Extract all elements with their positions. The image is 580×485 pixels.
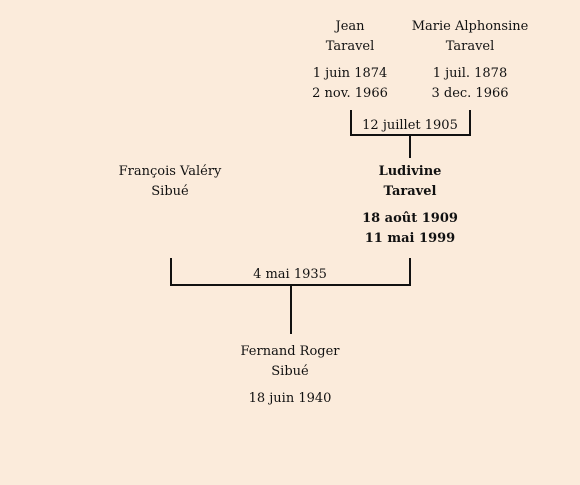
person-last-name: Sibué bbox=[151, 184, 189, 199]
person-first-name: Ludivine bbox=[378, 164, 442, 179]
person-dates: 18 juin 1940 bbox=[210, 389, 370, 409]
person-francois-valery-sibue: François Valéry Sibué bbox=[90, 162, 250, 202]
person-last-name: Taravel bbox=[325, 39, 375, 54]
person-marie-alphonsine-taravel: Marie Alphonsine Taravel 1 juil. 1878 3 … bbox=[390, 17, 550, 104]
connector-to-ludivine bbox=[409, 136, 411, 158]
marriage-date-francois-ludivine: 4 mai 1935 bbox=[253, 267, 327, 282]
person-last-name: Taravel bbox=[383, 184, 437, 199]
person-ludivine-taravel: Ludivine Taravel 18 août 1909 11 mai 199… bbox=[330, 162, 490, 249]
person-jean-taravel: Jean Taravel 1 juin 1874 2 nov. 1966 bbox=[270, 17, 430, 104]
person-dates: 1 juin 1874 2 nov. 1966 bbox=[270, 64, 430, 104]
person-fernand-roger-sibue: Fernand Roger Sibué 18 juin 1940 bbox=[210, 342, 370, 409]
connector-jean-marie-bar bbox=[350, 134, 471, 136]
person-first-name: François Valéry bbox=[118, 164, 222, 179]
birth-date: 1 juin 1874 bbox=[312, 66, 388, 81]
person-last-name: Taravel bbox=[445, 39, 495, 54]
death-date: 2 nov. 1966 bbox=[312, 86, 388, 101]
death-date: 3 dec. 1966 bbox=[431, 86, 509, 101]
connector-ludivine-drop bbox=[409, 258, 411, 286]
connector-marie-drop bbox=[469, 110, 471, 136]
person-first-name: Fernand Roger bbox=[240, 344, 340, 359]
marriage-date-jean-marie: 12 juillet 1905 bbox=[362, 118, 458, 133]
person-dates: 1 juil. 1878 3 dec. 1966 bbox=[390, 64, 550, 104]
connector-jean-drop bbox=[350, 110, 352, 136]
connector-francois-ludivine-bar bbox=[170, 284, 411, 286]
death-date: 11 mai 1999 bbox=[364, 231, 456, 246]
birth-date: 18 août 1909 bbox=[362, 211, 458, 226]
person-first-name: Jean bbox=[335, 19, 365, 34]
person-dates: 18 août 1909 11 mai 1999 bbox=[330, 209, 490, 249]
connector-francois-drop bbox=[170, 258, 172, 286]
person-last-name: Sibué bbox=[271, 364, 309, 379]
connector-to-fernand bbox=[290, 286, 292, 334]
birth-date: 1 juil. 1878 bbox=[432, 66, 508, 81]
birth-date: 18 juin 1940 bbox=[248, 391, 332, 406]
person-first-name: Marie Alphonsine bbox=[411, 19, 529, 34]
